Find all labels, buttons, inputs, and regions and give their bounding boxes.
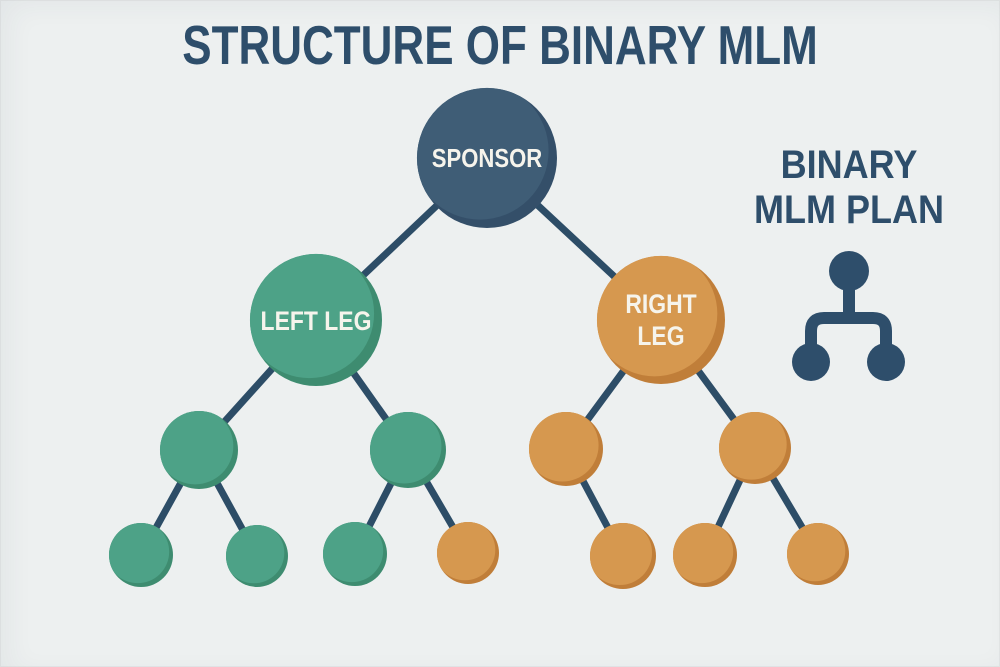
node-labels: SPONSOR LEFT LEG RIGHT LEG bbox=[261, 144, 698, 351]
node-right-l3-3 bbox=[785, 521, 849, 585]
side-label-line2: MLM PLAN bbox=[754, 188, 944, 233]
right-leg-label-l2: LEG bbox=[637, 321, 684, 351]
node-left-l3-4 bbox=[435, 520, 499, 584]
node-right-l3-1 bbox=[587, 520, 656, 589]
left-leg-label: LEFT LEG bbox=[261, 306, 372, 336]
side-label-line1: BINARY bbox=[780, 143, 918, 187]
node-left-l3-2 bbox=[224, 523, 288, 587]
node-left-l3-1 bbox=[106, 520, 173, 587]
binary-tree-icon-left-node bbox=[792, 343, 830, 381]
sponsor-label: SPONSOR bbox=[432, 144, 542, 173]
binary-tree-icon-right-node bbox=[867, 343, 905, 381]
node-right-l2-2 bbox=[716, 409, 791, 484]
binary-tree-icon-links bbox=[805, 284, 892, 346]
node-right-l3-2 bbox=[670, 520, 737, 587]
binary-tree-icon bbox=[792, 251, 905, 381]
node-left-l3-3 bbox=[320, 519, 387, 586]
page-title: STRUCTURE OF BINARY MLM bbox=[182, 14, 818, 76]
right-leg-label-l1: RIGHT bbox=[625, 289, 697, 319]
binary-tree-icon-top-node bbox=[829, 251, 869, 291]
node-right-l2-1 bbox=[526, 409, 603, 486]
side-label: BINARY MLM PLAN bbox=[714, 143, 984, 233]
node-left-l2-2 bbox=[367, 409, 446, 488]
